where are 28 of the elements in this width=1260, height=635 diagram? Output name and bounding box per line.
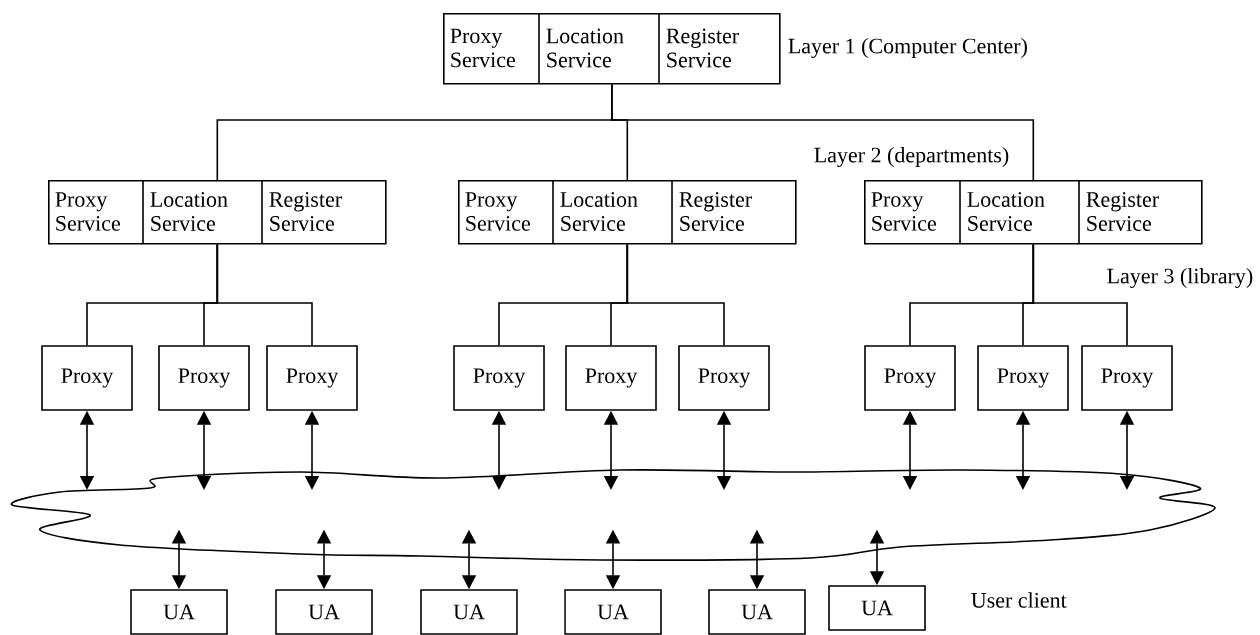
proxy-box: Proxy [565,345,657,411]
service-box: Proxy Service Location Service Register Service [443,12,781,85]
proxy-box: Proxy [41,345,133,411]
connector-line [611,83,1035,181]
proxy-box: Proxy [158,345,250,411]
client-box: UA [828,585,926,631]
client-box: UA [130,589,228,635]
connector-line [216,243,313,346]
service-box: Proxy Service Location Service Register Service [864,179,1203,245]
layer-label: Layer 2 (departments) [814,147,1009,167]
client-box: UA [275,589,373,635]
layer-label: User client [971,592,1067,608]
proxy-box: Proxy [266,345,358,411]
network-cloud [10,469,1216,561]
proxy-box: Proxy [977,345,1069,411]
proxy-box: Proxy [1081,345,1173,411]
client-box: UA [564,589,662,635]
proxy-box: Proxy [453,345,545,411]
connector-line [626,243,725,346]
proxy-box: Proxy [678,345,770,411]
client-box: UA [708,589,806,635]
service-box: Proxy Service Location Service Register Service [458,179,797,245]
service-box: Proxy Service Location Service Register Service [48,179,387,245]
layer-label: Layer 3 (library) [1107,268,1253,288]
proxy-box: Proxy [864,345,956,411]
connector-line [1032,243,1128,346]
layer-label: Layer 1 (Computer Center) [788,38,1027,58]
client-box: UA [420,589,518,635]
